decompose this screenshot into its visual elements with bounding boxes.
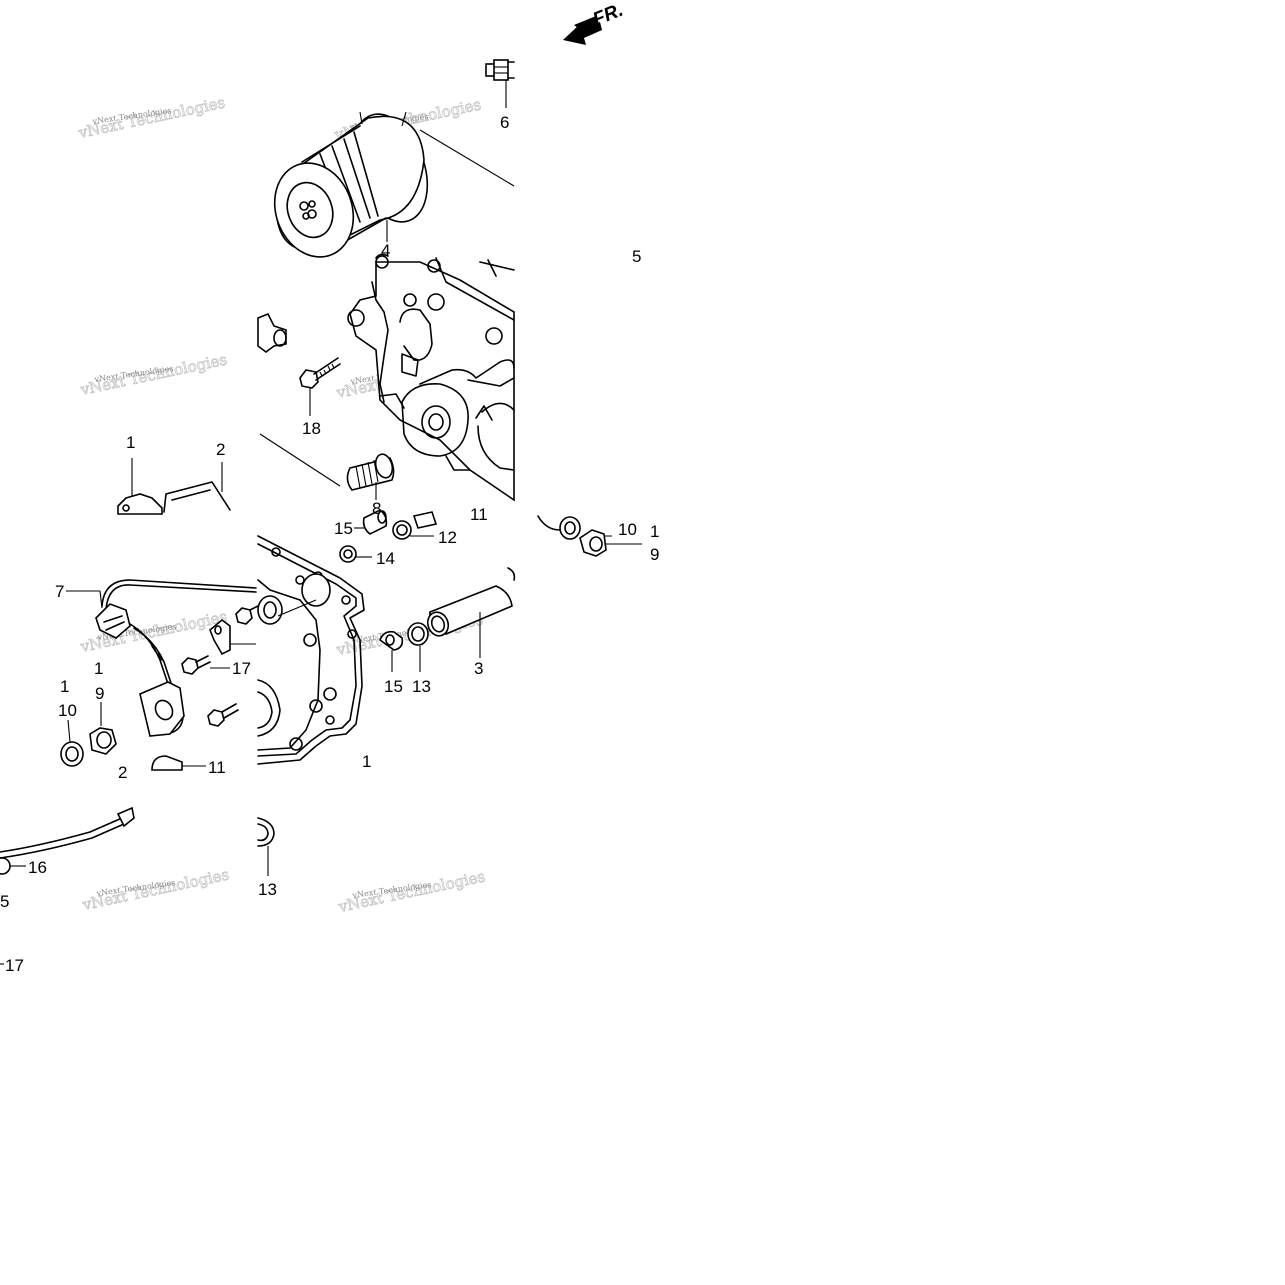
callout-11: 11 <box>208 758 226 777</box>
drain-bolt-part <box>257 312 287 353</box>
callout-1: 1 <box>94 659 103 678</box>
callout-10: 10 <box>618 520 637 539</box>
callout-14: 14 <box>376 549 395 568</box>
callout-1: 1 <box>650 522 659 541</box>
sealing-washer-part <box>60 719 84 767</box>
callout-17: 17 <box>232 659 251 678</box>
front-direction-arrow-icon <box>563 16 602 45</box>
o-ring-part <box>392 520 434 540</box>
callout-15: 15 <box>384 677 403 696</box>
oil-pipe-part <box>259 433 395 500</box>
callout-1: 1 <box>60 677 69 696</box>
oil-pressure-switch-part <box>485 59 515 108</box>
drain-plug-part <box>89 702 117 755</box>
callout-3: 3 <box>474 659 483 678</box>
o-ring-part <box>257 817 275 876</box>
callout-2: 2 <box>216 440 225 459</box>
flange-bolt-part <box>299 357 341 416</box>
callout-13: 13 <box>258 880 277 899</box>
cover-fragment-part <box>117 458 231 515</box>
callout-17: 17 <box>5 956 24 975</box>
crankcase-cover-part <box>347 253 515 502</box>
sealing-washer-part <box>537 515 612 540</box>
oil-filter-part <box>273 111 515 258</box>
callout-4: 4 <box>381 241 390 260</box>
callout-18: 18 <box>302 419 321 438</box>
wire-clamp-part <box>209 618 256 656</box>
callout-16: 16 <box>28 858 47 877</box>
callout-5: 5 <box>632 247 641 266</box>
callout-9: 9 <box>95 684 104 703</box>
callout-15: 15 <box>334 519 353 538</box>
oil-pipe-part <box>426 567 516 658</box>
o-ring-part <box>339 545 372 563</box>
speed-sensor-cable-part <box>0 806 135 875</box>
bolt-part <box>181 655 230 675</box>
callout-10: 10 <box>58 701 77 720</box>
collar-part <box>412 511 438 529</box>
callout-5: 5 <box>0 892 9 911</box>
callout-1: 1 <box>362 752 371 771</box>
dowel-pin-part <box>354 509 388 535</box>
callout-13: 13 <box>412 677 431 696</box>
callout-7: 7 <box>55 582 64 601</box>
bolt-part <box>235 605 259 625</box>
dowel-pin-part <box>379 630 404 672</box>
callout-6: 6 <box>500 113 509 132</box>
collar-part <box>151 755 206 771</box>
callout-8: 8 <box>372 499 381 518</box>
callout-12: 12 <box>438 528 457 547</box>
front-direction-label: FR. <box>590 0 626 31</box>
watermark: vNext Technologies vNext Technologies <box>336 867 487 917</box>
callout-9: 9 <box>650 545 659 564</box>
cover-gasket-part <box>257 535 365 765</box>
watermark: vNext Technologies vNext Technologies <box>78 350 229 400</box>
callout-11: 11 <box>470 505 488 524</box>
callout-1: 1 <box>126 433 135 452</box>
watermark: vNext Technologies vNext Technologies <box>76 93 227 143</box>
bolt-part <box>207 703 239 727</box>
o-ring-part <box>407 622 429 672</box>
callout-2: 2 <box>118 763 127 782</box>
sensor-wire-harness-part <box>66 579 257 737</box>
watermark: vNext Technologies vNext Technologies <box>80 865 231 915</box>
drain-plug-part <box>579 529 642 557</box>
